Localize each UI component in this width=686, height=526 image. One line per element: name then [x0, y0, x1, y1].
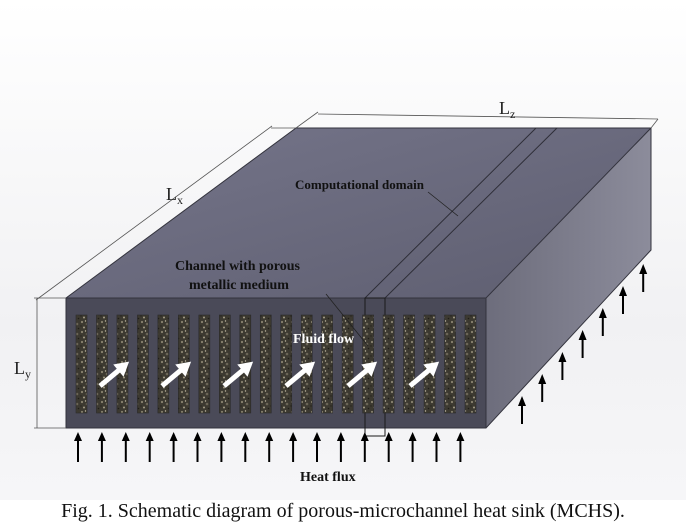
porous-channel	[259, 314, 272, 414]
label-channel-line1: Channel with porous	[175, 259, 301, 274]
computational-domain-leader	[427, 191, 459, 217]
heat-flux-arrow	[217, 432, 226, 462]
porous-channel	[464, 314, 477, 414]
porous-channel	[96, 314, 108, 414]
label-lx: Lx	[166, 184, 183, 207]
porous-channel	[219, 314, 231, 414]
heat-flux-arrow	[558, 352, 567, 380]
label-fluid-flow: Fluid flow	[293, 332, 355, 347]
heat-flux-arrow	[193, 432, 202, 462]
label-channel-line2: metallic medium	[189, 278, 289, 293]
heat-flux-arrow	[121, 432, 130, 462]
fluid-flow-arrow	[408, 361, 440, 388]
fluid-flow-arrow	[346, 361, 378, 388]
dimension-ly	[34, 298, 66, 429]
label-ly: Ly	[14, 358, 31, 381]
right-face	[486, 128, 651, 428]
heat-flux-arrow	[639, 264, 648, 292]
heat-flux-arrow	[313, 432, 321, 462]
dimension-lx	[34, 125, 296, 301]
heat-flux-arrow	[241, 432, 250, 462]
porous-channel	[341, 314, 354, 414]
channel-leader	[325, 293, 369, 347]
heat-flux-arrow	[97, 432, 106, 462]
heat-flux-arrow	[265, 432, 274, 462]
label-computational-domain: Computational domain	[295, 177, 425, 192]
bottom-arrow-group	[74, 432, 465, 462]
heat-flux-arrow	[538, 374, 547, 402]
heat-flux-arrow	[578, 330, 587, 358]
porous-channel	[321, 314, 333, 414]
heat-flux-arrow	[384, 432, 393, 462]
label-lz: Lz	[499, 98, 515, 121]
fluid-flow-arrow	[284, 361, 316, 388]
fluid-flow-arrow	[98, 361, 130, 388]
heat-flux-arrow	[360, 432, 369, 462]
dimension-lz	[295, 111, 659, 129]
porous-channel	[75, 314, 88, 414]
porous-channel	[403, 314, 415, 414]
heat-sink-diagram: Lx Lz Ly Computational domain Channel wi…	[0, 0, 686, 500]
heat-flux-arrow	[408, 432, 417, 462]
heat-flux-arrow	[74, 432, 82, 462]
heat-flux-arrow	[336, 432, 345, 462]
fluid-flow-arrow	[222, 361, 254, 388]
flow-arrow-group	[98, 361, 440, 388]
porous-channel	[444, 314, 456, 414]
heat-flux-arrow	[289, 432, 298, 462]
porous-channel	[157, 314, 170, 414]
porous-channel	[382, 314, 395, 414]
heat-flux-arrow	[169, 432, 178, 462]
heat-flux-arrow	[432, 432, 441, 462]
heat-flux-arrow	[598, 308, 607, 336]
top-face	[66, 128, 651, 298]
heat-flux-arrow	[619, 286, 627, 314]
figure-caption: Fig. 1. Schematic diagram of porous-micr…	[61, 500, 625, 522]
side-arrow-group	[518, 264, 648, 424]
porous-channel	[198, 314, 211, 414]
heat-flux-arrow	[456, 432, 465, 462]
label-heat-flux: Heat flux	[300, 470, 356, 485]
heat-flux-arrow	[518, 396, 526, 424]
fluid-flow-arrow	[160, 361, 192, 388]
porous-channel	[137, 314, 149, 414]
heat-flux-arrow	[145, 432, 154, 462]
porous-channel	[280, 314, 293, 414]
front-face	[66, 298, 486, 428]
